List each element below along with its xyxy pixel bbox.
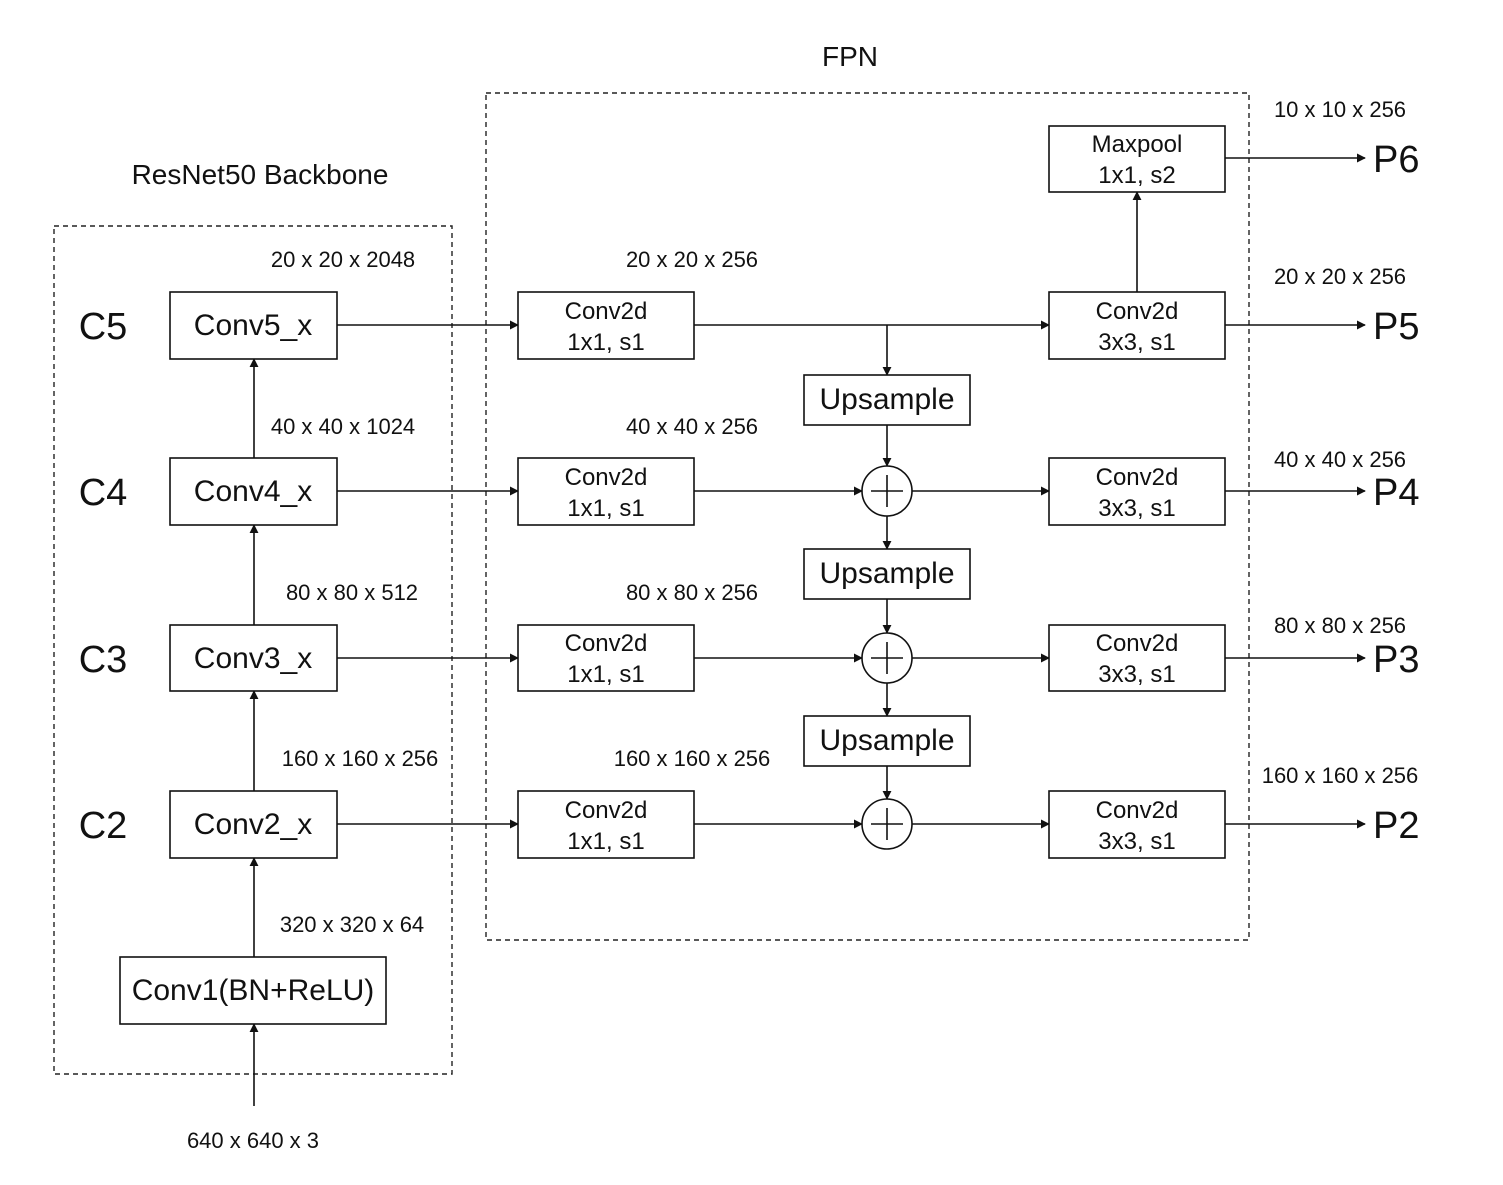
conv2-label: Conv2_x xyxy=(194,808,312,841)
conv2-block: Conv2_x xyxy=(169,790,338,859)
conv4-label: Conv4_x xyxy=(194,475,312,508)
output-p3-label: P3 xyxy=(1373,639,1419,681)
output-p2-dims: 160 x 160 x 256 xyxy=(1262,763,1419,788)
output-p6-label: P6 xyxy=(1373,139,1419,181)
conv1-label: Conv1(BN+ReLU) xyxy=(132,974,375,1007)
backbone-group-border xyxy=(53,225,453,1075)
c2-side-label: C2 xyxy=(79,805,128,847)
output-p2-label: P2 xyxy=(1373,805,1419,847)
output-p5-label: P5 xyxy=(1373,306,1419,348)
upsample-block-2: Upsample xyxy=(803,548,971,600)
output-conv-p3: Conv2d 3x3, s1 xyxy=(1048,624,1226,692)
output-conv-p4-line2: 3x3, s1 xyxy=(1098,495,1175,522)
c4-side-label: C4 xyxy=(79,472,128,514)
lateral-conv-c3-line1: Conv2d xyxy=(565,630,648,657)
conv5-block: Conv5_x xyxy=(169,291,338,360)
maxpool-block: Maxpool 1x1, s2 xyxy=(1048,125,1226,193)
upsample-3-label: Upsample xyxy=(819,724,954,757)
conv5-label: Conv5_x xyxy=(194,309,312,342)
conv1-block: Conv1(BN+ReLU) xyxy=(119,956,387,1025)
maxpool-line2: 1x1, s2 xyxy=(1098,162,1175,189)
output-conv-p3-line2: 3x3, s1 xyxy=(1098,661,1175,688)
lateral-c4-dims: 40 x 40 x 256 xyxy=(626,414,758,439)
output-conv-p5: Conv2d 3x3, s1 xyxy=(1048,291,1226,360)
lateral-conv-c3: Conv2d 1x1, s1 xyxy=(517,624,695,692)
output-p3-dims: 80 x 80 x 256 xyxy=(1274,613,1406,638)
c4-in-dims: 80 x 80 x 512 xyxy=(286,580,418,605)
output-conv-p4-line1: Conv2d xyxy=(1096,464,1179,491)
lateral-conv-c2-line2: 1x1, s1 xyxy=(567,828,644,855)
lateral-conv-c4-line2: 1x1, s1 xyxy=(567,495,644,522)
maxpool-line1: Maxpool xyxy=(1092,131,1183,158)
lateral-c5-dims: 20 x 20 x 256 xyxy=(626,247,758,272)
backbone-title: ResNet50 Backbone xyxy=(132,159,389,190)
lateral-conv-c4: Conv2d 1x1, s1 xyxy=(517,457,695,526)
output-conv-p2: Conv2d 3x3, s1 xyxy=(1048,790,1226,859)
c5-out-dims: 20 x 20 x 2048 xyxy=(271,247,415,272)
fpn-title: FPN xyxy=(822,41,878,72)
output-conv-p5-line2: 3x3, s1 xyxy=(1098,329,1175,356)
output-conv-p2-line2: 3x3, s1 xyxy=(1098,828,1175,855)
output-conv-p4: Conv2d 3x3, s1 xyxy=(1048,457,1226,526)
add-node-c4 xyxy=(861,465,913,517)
lateral-conv-c3-line2: 1x1, s1 xyxy=(567,661,644,688)
output-p4-label: P4 xyxy=(1373,472,1419,514)
input-dims: 640 x 640 x 3 xyxy=(187,1128,319,1153)
c5-side-label: C5 xyxy=(79,306,128,348)
c2-in-dims: 320 x 320 x 64 xyxy=(280,912,424,937)
add-node-c3 xyxy=(861,632,913,684)
c5-in-dims: 40 x 40 x 1024 xyxy=(271,414,415,439)
output-conv-p3-line1: Conv2d xyxy=(1096,630,1179,657)
c3-side-label: C3 xyxy=(79,639,128,681)
lateral-c3-dims: 80 x 80 x 256 xyxy=(626,580,758,605)
lateral-conv-c2: Conv2d 1x1, s1 xyxy=(517,790,695,859)
lateral-conv-c5-line2: 1x1, s1 xyxy=(567,329,644,356)
lateral-conv-c5-line1: Conv2d xyxy=(565,298,648,325)
upsample-1-label: Upsample xyxy=(819,383,954,416)
output-conv-p2-line1: Conv2d xyxy=(1096,797,1179,824)
lateral-conv-c2-line1: Conv2d xyxy=(565,797,648,824)
fpn-group-border xyxy=(485,92,1250,941)
c3-in-dims: 160 x 160 x 256 xyxy=(282,746,439,771)
output-conv-p5-line1: Conv2d xyxy=(1096,298,1179,325)
output-p5-dims: 20 x 20 x 256 xyxy=(1274,264,1406,289)
lateral-conv-c5: Conv2d 1x1, s1 xyxy=(517,291,695,360)
conv3-label: Conv3_x xyxy=(194,642,312,675)
conv3-block: Conv3_x xyxy=(169,624,338,692)
add-node-c2 xyxy=(861,798,913,850)
upsample-block-3: Upsample xyxy=(803,715,971,767)
conv4-block: Conv4_x xyxy=(169,457,338,526)
lateral-c2-dims: 160 x 160 x 256 xyxy=(614,746,771,771)
upsample-block-1: Upsample xyxy=(803,374,971,426)
lateral-conv-c4-line1: Conv2d xyxy=(565,464,648,491)
output-p4-dims: 40 x 40 x 256 xyxy=(1274,447,1406,472)
upsample-2-label: Upsample xyxy=(819,557,954,590)
output-p6-dims: 10 x 10 x 256 xyxy=(1274,97,1406,122)
